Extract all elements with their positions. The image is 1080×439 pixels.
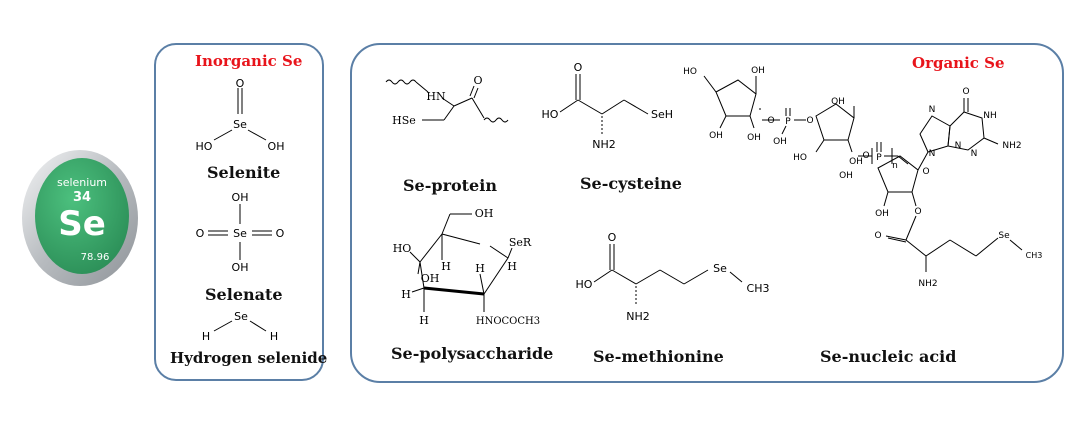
se-polysaccharide-atom: H [507,260,517,273]
selenite-atom: HO [196,140,213,152]
atomic-number: 34 [72,190,92,205]
hydrogen-selenide-atom: Se [234,310,248,323]
nucleic-acid-atom: OH [839,171,853,181]
se-polysaccharide-atom: H [419,314,429,327]
nucleic-acid-atom: Se [998,231,1010,241]
nucleic-acid-atom: n [892,161,898,171]
se-cysteine-label: Se-cysteine [580,174,682,193]
nucleic-acid-atom: O [914,207,921,217]
nucleic-acid-atom: O [806,116,813,126]
se-polysaccharide-atom: H [401,288,411,301]
se-cysteine-atom: HO [542,108,559,121]
nucleic-acid-atom: O [862,151,869,161]
se-polysaccharide-atom: HO [393,242,412,255]
se-methionine-structure: O HO Se CH3 NH2 [576,231,770,323]
nucleic-acid-atom: NH2 [1002,141,1021,151]
nucleic-acid-atom: P [785,117,791,127]
nucleic-acid-atom: O [874,231,881,241]
nucleic-acid-atom: OH [875,209,889,219]
se-protein-structure: HN O HSe [385,74,509,127]
nucleic-acid-atom: CH3 [1026,251,1043,260]
se-nucleic-acid-label: Se-nucleic acid [820,347,957,366]
hydrogen-selenide-atom: H [202,330,210,343]
inorganic-se-title: Inorganic Se [195,52,303,70]
nucleic-acid-atom: O [962,87,969,97]
nucleic-acid-atom: NH2 [918,279,937,289]
selenate-atom: OH [232,261,249,274]
selenate-structure: OH O Se O OH [196,191,285,274]
inorganic-se-panel [154,43,324,381]
se-methionine-atom: HO [576,278,593,291]
selenite-structure: O Se HO OH [196,78,285,152]
se-nucleic-acid-structure: HO OH OH OH O P O OH OH OH HO O P OH n N… [683,66,1043,289]
nucleic-acid-atom: N [929,149,936,159]
badge-face [35,158,129,274]
se-polysaccharide-structure: OH SeR HO H OH H H H H HNOCOCH3 [393,207,540,327]
se-cysteine-atom: O [574,61,583,74]
se-polysaccharide-label: Se-polysaccharide [391,344,554,363]
nucleic-acid-atom: P [876,153,882,163]
nucleic-acid-atom: N [971,149,978,159]
selenite-label: Selenite [207,163,281,182]
selenate-atom: Se [233,227,247,240]
se-polysaccharide-atom: OH [421,272,440,285]
se-cysteine-atom: NH2 [592,138,616,151]
se-protein-atom: O [473,74,482,87]
selenate-atom: O [196,227,205,240]
se-protein-atom: HN [426,90,446,103]
selenate-label: Selenate [205,285,283,304]
se-protein-atom: HSe [392,114,416,127]
nucleic-acid-atom: OH [751,66,765,76]
se-polysaccharide-atom: H [475,262,485,275]
selenite-atom: OH [268,140,285,152]
hydrogen-selenide-atom: H [270,330,278,343]
se-polysaccharide-atom: SeR [509,236,532,249]
nucleic-acid-atom: OH [773,137,787,147]
nucleic-acid-atom: N [929,105,936,115]
se-methionine-atom: NH2 [626,310,650,323]
nucleic-acid-atom: NH [983,111,997,121]
se-polysaccharide-atom: OH [475,207,494,220]
atomic-mass: 78.96 [80,252,110,263]
nucleic-acid-atom: O [767,116,774,126]
se-methionine-atom: O [608,231,617,244]
se-methionine-label: Se-methionine [593,347,724,366]
selenite-atom: O [236,78,245,90]
element-symbol: Se [58,204,106,244]
organic-se-panel [350,43,1064,383]
nucleic-acid-atom: OH [849,157,863,167]
hydrogen-selenide-label: Hydrogen selenide [170,349,328,367]
nucleic-acid-atom: HO [683,67,697,77]
nucleic-acid-atom: HO [793,153,807,163]
element-name: selenium [56,176,108,189]
selenate-atom: OH [232,191,249,204]
nucleic-acid-atom: OH [709,131,723,141]
selenate-atom: O [276,227,285,240]
se-methionine-atom: CH3 [747,282,770,295]
se-methionine-atom: Se [713,262,727,275]
nucleic-acid-atom: OH [747,133,761,143]
se-protein-label: Se-protein [403,176,497,195]
nucleic-acid-atom: OH [831,97,845,107]
hydrogen-selenide-structure: Se H H [202,310,278,343]
badge-graphic [22,150,138,286]
se-polysaccharide-atom: HNOCOCH3 [476,316,540,327]
se-cysteine-structure: O HO SeH NH2 [542,61,673,151]
se-cysteine-atom: SeH [651,108,673,121]
organic-se-title: Organic Se [912,54,1005,72]
selenite-atom: Se [233,118,247,131]
nucleic-acid-atom: O [922,167,929,177]
nucleic-acid-atom: N [955,141,962,151]
se-polysaccharide-atom: H [441,260,451,273]
selenium-element-badge: selenium 34 Se 78.96 [12,136,142,296]
